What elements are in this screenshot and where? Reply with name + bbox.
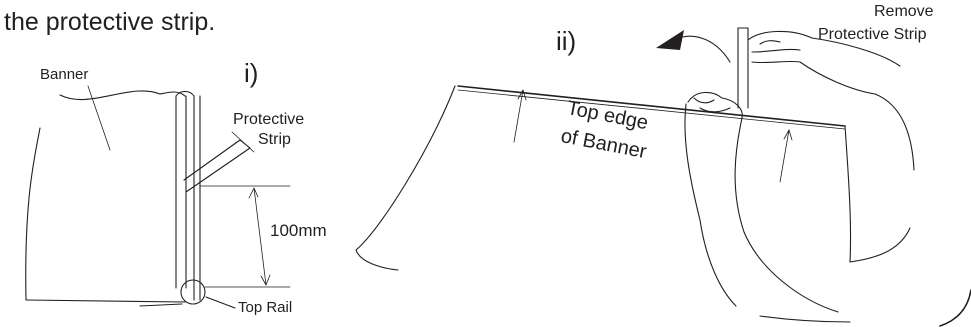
top-rail-profile — [180, 279, 206, 305]
top-rail-label: Top Rail — [238, 299, 293, 316]
remove-direction-arrow — [656, 30, 731, 63]
page-corner — [939, 289, 971, 327]
edge-arrows — [513, 89, 793, 183]
protective-strip-label-line2: Strip — [258, 131, 291, 148]
banner-label: Banner — [40, 66, 89, 83]
top-rail-i — [139, 90, 236, 309]
hand-upper — [747, 30, 915, 171]
protective-strip-ii — [737, 27, 749, 109]
step-label-i: i) — [244, 58, 259, 88]
hand-lower — [684, 91, 851, 323]
dimension-label: 100mm — [270, 221, 327, 240]
banner-sheet-i — [25, 85, 186, 303]
remove-strip-label-line1: Remove — [874, 3, 934, 20]
top-rail-leader-line — [205, 296, 236, 309]
remove-strip-label-line2: Protective Strip — [818, 26, 927, 43]
instruction-text: the protective strip. — [4, 8, 216, 36]
step-label-ii: ii) — [556, 26, 577, 56]
banner-leader-line — [87, 85, 111, 151]
protective-strip-label-line1: Protective — [233, 111, 305, 128]
protective-strip-i — [183, 131, 255, 193]
dimension-100mm — [199, 185, 291, 288]
